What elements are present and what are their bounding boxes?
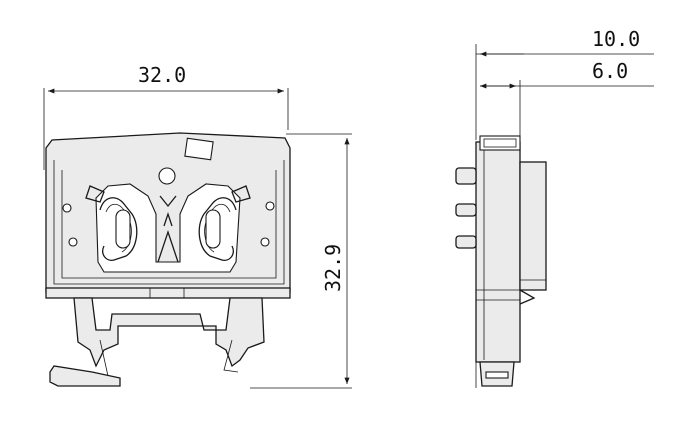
right-spring bbox=[198, 197, 237, 261]
front-width-label: 32.0 bbox=[138, 63, 186, 87]
front-view: 32.0 32.9 bbox=[43, 63, 352, 389]
front-height-label: 32.9 bbox=[321, 244, 345, 292]
side-rear-block bbox=[519, 161, 547, 291]
rail-foot bbox=[73, 297, 265, 368]
center-hole bbox=[158, 167, 176, 185]
side-overall-label: 10.0 bbox=[592, 27, 640, 51]
right-hole bbox=[265, 201, 275, 211]
right-slot bbox=[205, 209, 221, 249]
side-overall-dimension: 10.0 bbox=[475, 27, 654, 140]
left-slot bbox=[115, 209, 131, 249]
center-bridge bbox=[157, 195, 179, 263]
side-top-cap bbox=[479, 135, 521, 151]
front-height-dimension: 32.9 bbox=[250, 133, 352, 389]
right-hole-lower bbox=[260, 237, 270, 247]
base-strip bbox=[45, 287, 291, 299]
left-spring bbox=[99, 197, 138, 261]
left-hole bbox=[62, 203, 72, 213]
left-hole-lower bbox=[68, 237, 78, 247]
top-tab bbox=[184, 137, 214, 161]
pin-top bbox=[455, 167, 477, 185]
latch-hook bbox=[49, 365, 121, 387]
side-partial-dimension: 6.0 bbox=[480, 59, 654, 140]
front-width-dimension: 32.0 bbox=[43, 63, 289, 170]
pin-middle bbox=[455, 203, 477, 217]
side-view: 10.0 6.0 bbox=[455, 27, 654, 388]
pin-bottom bbox=[455, 235, 477, 249]
side-body bbox=[475, 141, 521, 363]
side-partial-label: 6.0 bbox=[592, 59, 628, 83]
